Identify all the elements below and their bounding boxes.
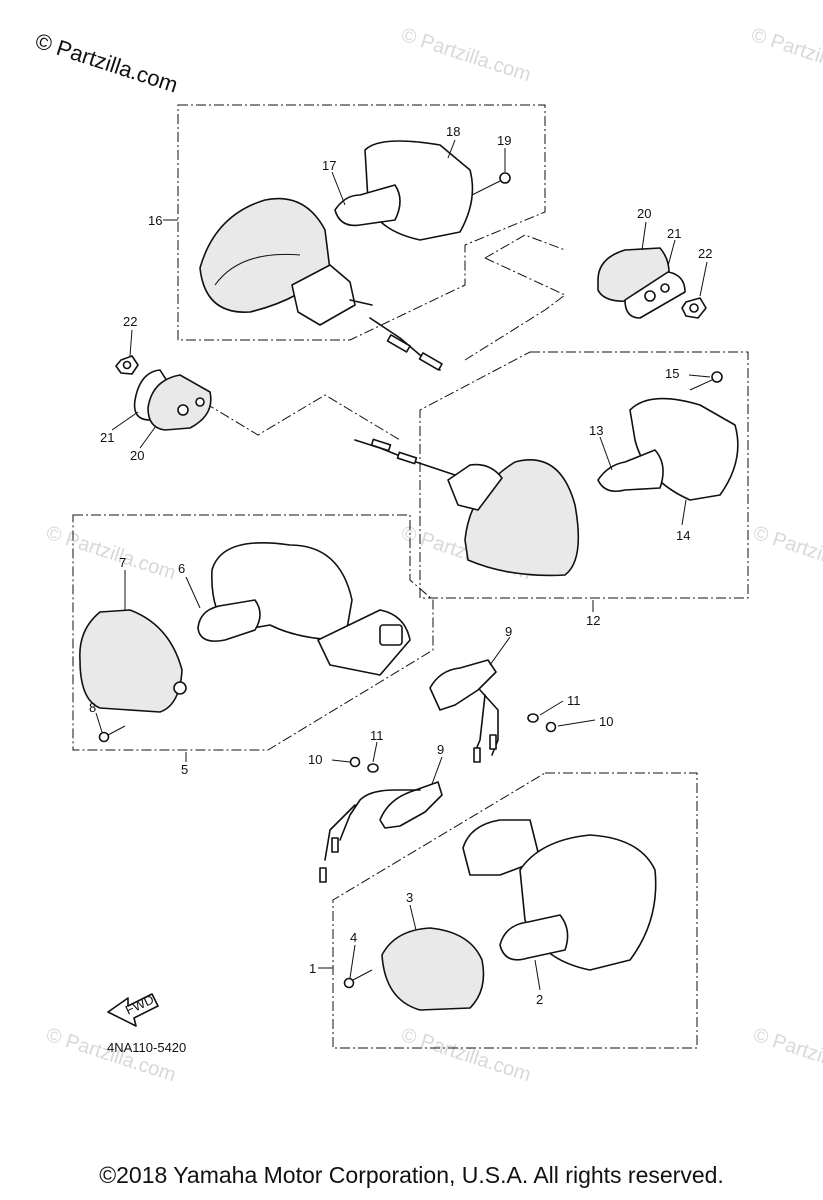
callout-11-upper: 11 (567, 693, 581, 708)
callout-1: 1 (309, 961, 316, 976)
plate-21-hole (644, 290, 656, 302)
watermark-faint: © Partzilla.com (748, 24, 823, 87)
callout-14: 14 (676, 528, 690, 543)
housing-16-neck (291, 264, 356, 326)
drawing-code: 4NA110-5420 (107, 1040, 186, 1055)
grommet-5 (379, 624, 403, 646)
housing-1-neck (462, 819, 541, 876)
callout-8: 8 (89, 700, 96, 715)
screw-8 (98, 731, 110, 743)
housing-12-neck (447, 463, 503, 511)
callout-9-upper: 9 (505, 624, 512, 639)
damper-20-left (147, 374, 212, 431)
damper-20-hole (177, 404, 189, 416)
callout-17: 17 (322, 158, 336, 173)
callout-5: 5 (181, 762, 188, 777)
callout-4: 4 (350, 930, 357, 945)
washer-11-upper (527, 713, 539, 723)
bracket-9-upper-plate (429, 659, 497, 711)
fwd-arrow-icon: FWD (107, 992, 159, 1027)
bracket-9-lower-plate (379, 781, 443, 829)
watermark-faint: © Partzilla.com (750, 1024, 823, 1087)
washer-11-lower (367, 763, 379, 773)
plate-21-hole (660, 283, 670, 293)
screw-15-shaft (689, 379, 713, 391)
nut-22-hole (689, 303, 699, 313)
assembly-1-flasher: 1 3 4 2 (309, 772, 698, 1049)
nut-22-left-hole (122, 360, 132, 370)
bracket-set-left: 22 21 20 (100, 314, 212, 463)
routing-line-middle (204, 394, 401, 441)
group-outline-5 (72, 514, 434, 751)
bracket-9-upper: 9 11 10 (429, 624, 613, 763)
callout-15: 15 (665, 366, 679, 381)
callout-7: 7 (119, 555, 126, 570)
assembly-16-rear-flasher: 16 17 18 19 (148, 104, 546, 371)
connector-9-upper (489, 734, 497, 750)
bulb-17 (334, 184, 401, 227)
stud-16 (349, 299, 373, 306)
callout-10-lower: 10 (308, 752, 322, 767)
callout-2: 2 (536, 992, 543, 1007)
wire-9-lower (324, 789, 421, 861)
screw-19 (499, 172, 511, 184)
screw-8-shaft (107, 725, 126, 736)
bulb-2 (499, 914, 569, 961)
lens-7-boss (173, 681, 187, 695)
wire-12 (354, 439, 456, 476)
group-outline-1 (332, 772, 698, 1049)
bracket-9-lower: 10 11 9 (308, 728, 444, 883)
callout-11-lower: 11 (370, 728, 384, 743)
lens-7 (79, 609, 183, 713)
screw-15 (711, 371, 723, 383)
watermark-faint: © Partzilla.com (398, 24, 533, 87)
bulb-13 (597, 449, 664, 493)
routing-line-upper (464, 234, 566, 361)
callout-21-left: 21 (100, 430, 114, 445)
callout-19: 19 (497, 133, 511, 148)
assembly-12-flasher: 13 15 14 12 (354, 351, 749, 628)
connector-12b (396, 451, 418, 465)
copyright-notice: ©2018 Yamaha Motor Corporation, U.S.A. A… (99, 1162, 724, 1188)
callout-10-upper: 10 (599, 714, 613, 729)
assembly-5-flasher: 7 6 8 5 (72, 514, 434, 777)
connector-9-lower-b (319, 867, 327, 883)
lens-16-edge (214, 253, 301, 286)
watermark-faint: © Partzilla.com (398, 1024, 533, 1087)
watermark-faint: © Partzilla.com (43, 522, 178, 585)
callout-3: 3 (406, 890, 413, 905)
lens-3 (381, 927, 485, 1011)
group-outline-16 (177, 104, 546, 341)
watermark-faint: © Partzilla.com (43, 1024, 178, 1087)
connector-9-lower (331, 837, 339, 853)
callout-22-right: 22 (698, 246, 712, 261)
screw-4-shaft (352, 969, 373, 981)
connector-16 (386, 334, 411, 353)
bracket-set-right: 20 21 22 (597, 206, 712, 319)
fwd-arrow-shape (107, 993, 159, 1027)
connector-16b (418, 352, 443, 371)
callout-16: 16 (148, 213, 162, 228)
damper-20-hole (195, 397, 205, 407)
bulb-6 (197, 599, 261, 642)
screw-19-shaft (471, 180, 501, 196)
callout-22-left: 22 (123, 314, 137, 329)
screw-10-upper (545, 721, 557, 733)
callout-12: 12 (586, 613, 600, 628)
callout-13: 13 (589, 423, 603, 438)
connector-9-upper-b (473, 747, 481, 763)
callout-18: 18 (446, 124, 460, 139)
screw-4 (343, 977, 355, 989)
watermark-faint: © Partzilla.com (750, 522, 823, 585)
connector-12 (370, 438, 392, 452)
callout-9-lower: 9 (437, 742, 444, 757)
group-outline-12 (419, 351, 749, 599)
callout-20-left: 20 (130, 448, 144, 463)
callout-20-right: 20 (637, 206, 651, 221)
screw-10-lower (349, 756, 361, 768)
callout-21-right: 21 (667, 226, 681, 241)
callout-6: 6 (178, 561, 185, 576)
